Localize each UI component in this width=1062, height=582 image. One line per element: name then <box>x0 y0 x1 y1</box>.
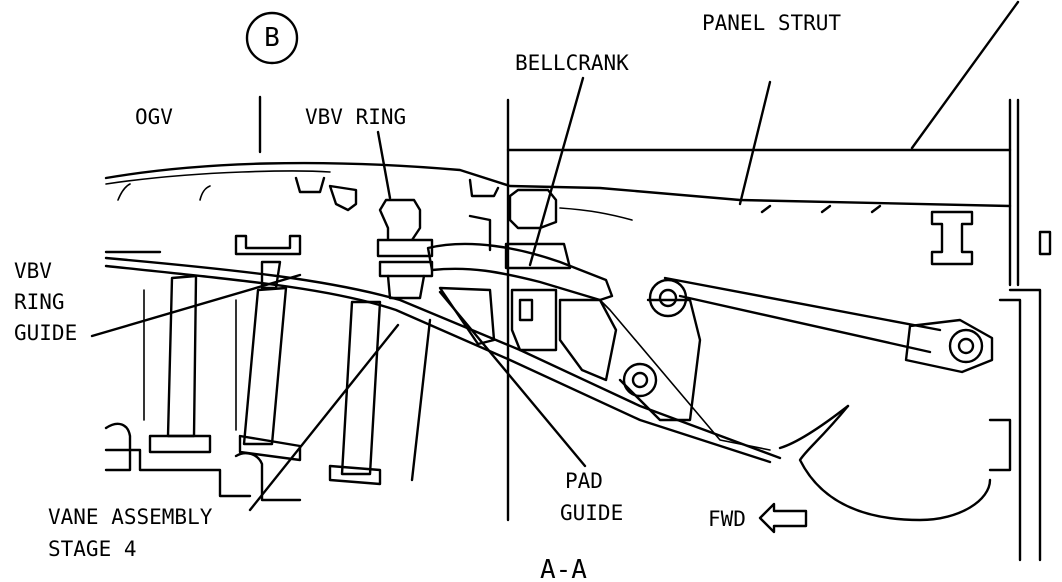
label-bellcrank: BELLCRANK <box>515 51 629 75</box>
label-pad-guide-1: PAD <box>565 469 603 493</box>
guide-brackets <box>234 214 496 346</box>
label-vbv-ring-guide-1: VBV <box>14 259 52 283</box>
stage-4-vanes <box>104 250 432 502</box>
left-arrow-outline-icon <box>758 502 808 534</box>
leader-pad-guide <box>438 290 587 468</box>
detail-callout-b: B <box>245 11 299 65</box>
label-ogv: OGV <box>135 105 173 129</box>
vbv-ring <box>376 198 434 300</box>
label-pad-guide-2: GUIDE <box>560 501 623 525</box>
vane-2 <box>242 286 288 446</box>
label-fwd: FWD <box>708 507 746 531</box>
outer-casing <box>104 98 1020 287</box>
leader-vane-assembly <box>248 323 400 512</box>
label-vane-assembly-2: STAGE 4 <box>48 537 137 561</box>
label-vbv-ring-guide-3: GUIDE <box>14 321 77 345</box>
label-vane-assembly-1: VANE ASSEMBLY <box>48 505 213 529</box>
circle-callout-icon <box>245 11 299 65</box>
leader-lines <box>90 0 1020 522</box>
vane-edge <box>410 318 432 482</box>
leader-bellcrank <box>528 76 585 267</box>
label-vbv-ring: VBV RING <box>305 105 406 129</box>
actuator-link <box>618 276 994 422</box>
vane-3 <box>340 300 382 476</box>
label-panel-strut: PANEL STRUT <box>702 11 841 35</box>
leader-panel-strut <box>910 0 1020 150</box>
bellcrank-assembly <box>426 188 633 382</box>
label-vbv-ring-guide-2: RING <box>14 290 65 314</box>
right-fixture <box>930 210 1052 562</box>
detail-marker-text: B <box>264 23 280 53</box>
inner-flowpath <box>104 256 992 522</box>
vane-1 <box>166 274 198 438</box>
leader-panel-strut-2 <box>738 80 772 206</box>
label-section-aa: A-A <box>540 555 587 582</box>
